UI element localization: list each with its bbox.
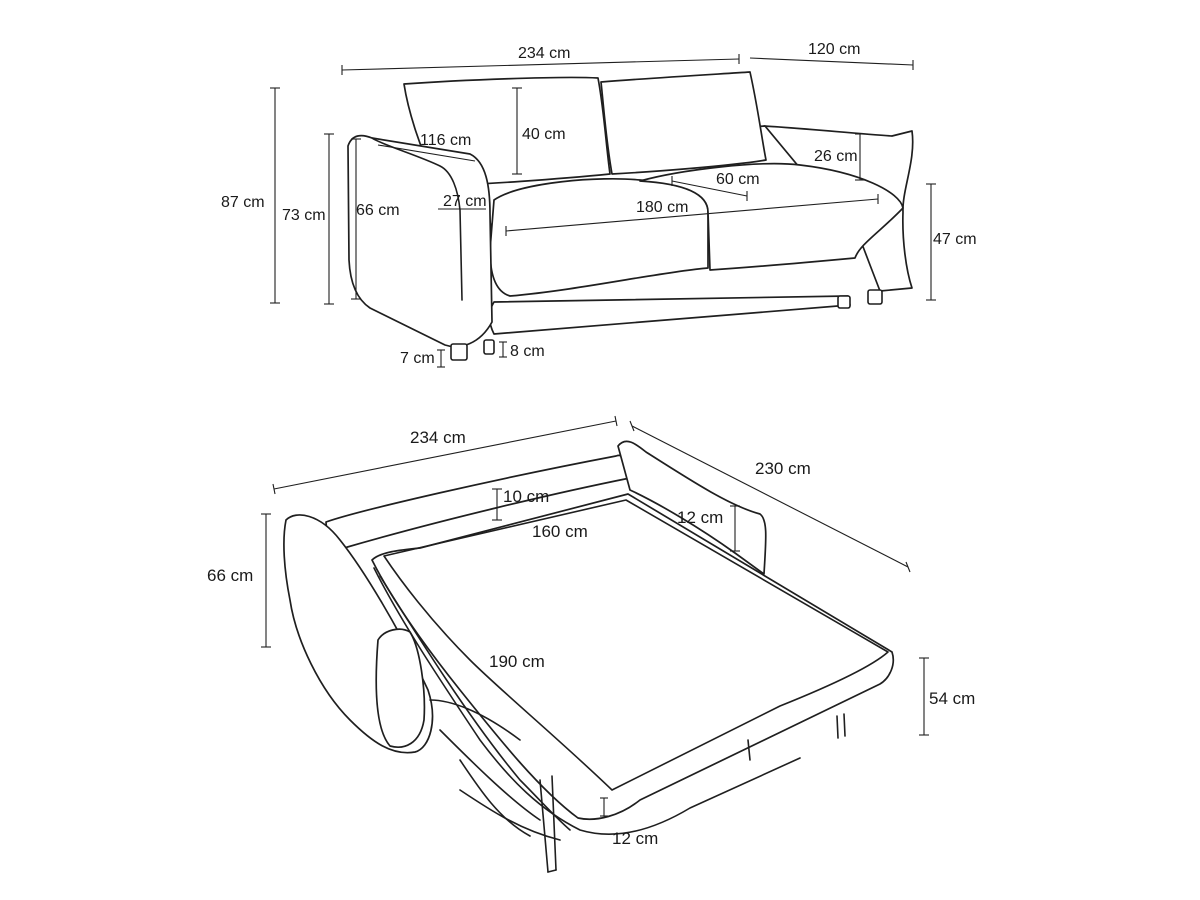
sofa-armrest-depth-label: 116 cm bbox=[420, 132, 471, 149]
sofa-armrest-height-label: 73 cm bbox=[282, 207, 326, 224]
bed-back-height-label: 12 cm bbox=[677, 508, 723, 527]
sofa-seat-height-label: 47 cm bbox=[933, 231, 977, 248]
sofa-depth-label: 120 cm bbox=[808, 41, 860, 58]
sofa-foot-height-label: 7 cm bbox=[400, 350, 435, 367]
sofa-width-label: 234 cm bbox=[518, 45, 570, 62]
sofa-total-height-label: 87 cm bbox=[221, 194, 265, 211]
sofa-armrest-inner-height-label: 66 cm bbox=[356, 202, 400, 219]
mattress-width-label: 160 cm bbox=[532, 522, 588, 541]
sofa-cushion-depth-label: 60 cm bbox=[716, 171, 760, 188]
bed-arm-height-label: 66 cm bbox=[207, 566, 253, 585]
bed-illustration bbox=[283, 440, 895, 873]
sofa-armrest-width-label: 27 cm bbox=[443, 193, 487, 210]
bed-height-label: 54 cm bbox=[929, 689, 975, 708]
sofa-backrest-height-label: 40 cm bbox=[522, 126, 566, 143]
sofa-dimension-labels: 234 cm 120 cm 87 cm 73 cm 66 cm 116 cm 2… bbox=[221, 41, 977, 367]
mattress-length-label: 190 cm bbox=[489, 652, 545, 671]
sofa-illustration bbox=[347, 71, 914, 361]
sofa-base-height-label: 8 cm bbox=[510, 343, 545, 360]
sofa-side-cushion-height-label: 26 cm bbox=[814, 148, 858, 165]
sofa-dimension-lines bbox=[270, 54, 936, 368]
sofa-seat-width-label: 180 cm bbox=[636, 199, 688, 216]
bed-width-label: 234 cm bbox=[410, 428, 466, 447]
mattress-thickness-label: 10 cm bbox=[503, 487, 549, 506]
bed-dimension-labels: 234 cm 230 cm 10 cm 160 cm 12 cm 66 cm 1… bbox=[207, 428, 975, 848]
bed-dimension-lines bbox=[261, 415, 929, 817]
bed-length-label: 230 cm bbox=[755, 459, 811, 478]
bed-front-thickness-label: 12 cm bbox=[612, 829, 658, 848]
